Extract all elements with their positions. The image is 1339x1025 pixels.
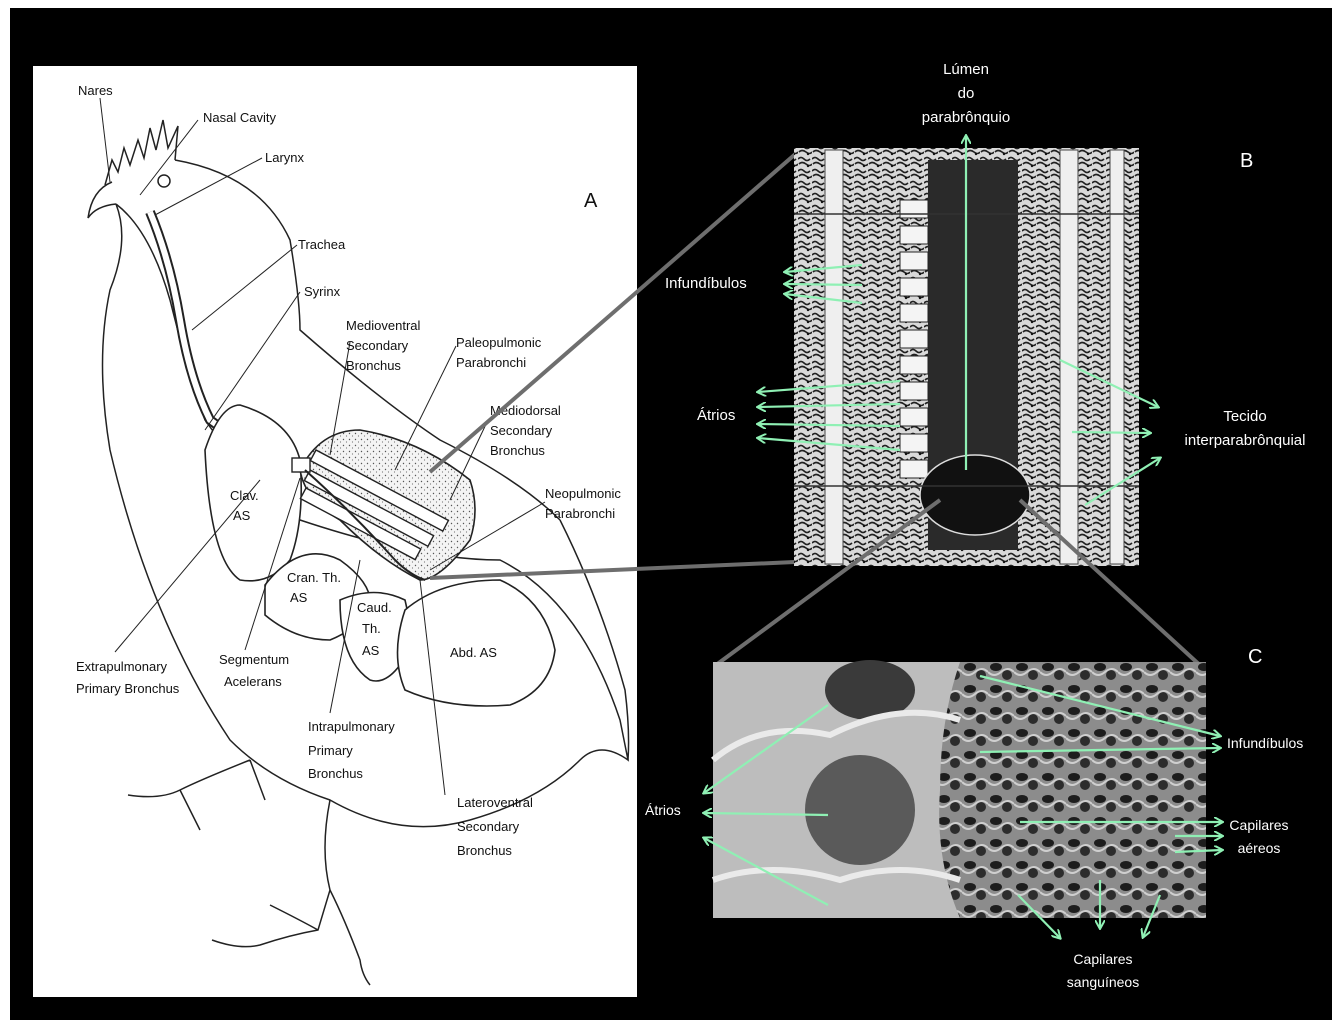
label-cran-th-as: AS: [290, 590, 308, 605]
label-mediodorsal: Bronchus: [490, 443, 545, 458]
label-caud-th-as: AS: [362, 643, 380, 658]
label-intrapulmonary: Primary: [308, 743, 353, 758]
label-nasal-cavity: Nasal Cavity: [203, 110, 276, 125]
label-clav-as: AS: [233, 508, 251, 523]
label-tecido: Tecido: [1223, 408, 1266, 425]
label-atrios-b: Átrios: [697, 407, 735, 424]
label-intrapulmonary: Bronchus: [308, 766, 363, 781]
label-extrapulmonary: Extrapulmonary: [76, 659, 168, 674]
label-capilares-sanguineos: Capilares: [1073, 951, 1132, 967]
label-lumen: do: [958, 85, 975, 102]
panel-letter-a: A: [584, 190, 598, 212]
panel-a: Nares Nasal Cavity Larynx Trachea Syrinx…: [33, 66, 637, 997]
label-medioventral: Medioventral: [346, 318, 421, 333]
label-neopulmonic: Neopulmonic: [545, 486, 621, 501]
syrinx-box: [292, 458, 310, 472]
label-segmentum: Segmentum: [219, 652, 289, 667]
label-lumen: parabrônquio: [922, 109, 1010, 126]
label-capilares-aereos: Capilares: [1229, 817, 1288, 833]
label-cran-th-as: Cran. Th.: [287, 570, 341, 585]
arrow-infundibulos-2: [785, 284, 862, 285]
label-intrapulmonary: Intrapulmonary: [308, 719, 395, 734]
label-medioventral: Bronchus: [346, 358, 401, 373]
label-lumen: Lúmen: [943, 61, 989, 78]
label-capilares-aereos: aéreos: [1238, 840, 1281, 856]
label-clav-as: Clav.: [230, 488, 259, 503]
label-atrios-c: Átrios: [645, 802, 681, 818]
label-tecido: interparabrônquial: [1185, 432, 1306, 449]
label-neopulmonic: Parabronchi: [545, 506, 615, 521]
label-infundibulos-b: Infundíbulos: [665, 275, 747, 292]
label-medioventral: Secondary: [346, 338, 409, 353]
parabronchus-end: [920, 455, 1030, 535]
label-capilares-sanguineos: sanguíneos: [1067, 974, 1139, 990]
label-mediodorsal: Secondary: [490, 423, 553, 438]
label-paleopulmonic: Parabronchi: [456, 355, 526, 370]
arrow-tecido-2: [1072, 432, 1150, 433]
label-syrinx: Syrinx: [304, 284, 341, 299]
label-nares: Nares: [78, 83, 113, 98]
label-larynx: Larynx: [265, 150, 305, 165]
panel-letter-b: B: [1240, 150, 1253, 172]
label-caud-th-as: Th.: [362, 621, 381, 636]
label-extrapulmonary: Primary Bronchus: [76, 681, 180, 696]
label-lateroventral: Secondary: [457, 819, 520, 834]
label-infundibulos-c: Infundíbulos: [1227, 735, 1303, 751]
panel-letter-c: C: [1248, 646, 1262, 668]
label-paleopulmonic: Paleopulmonic: [456, 335, 542, 350]
label-lateroventral: Lateroventral: [457, 795, 533, 810]
label-abd-as: Abd. AS: [450, 645, 497, 660]
label-lateroventral: Bronchus: [457, 843, 512, 858]
label-caud-th-as: Caud.: [357, 600, 392, 615]
label-trachea: Trachea: [298, 237, 346, 252]
panel-c-atrium-2: [805, 755, 915, 865]
atria-stack: [900, 200, 928, 478]
label-segmentum: Acelerans: [224, 674, 282, 689]
